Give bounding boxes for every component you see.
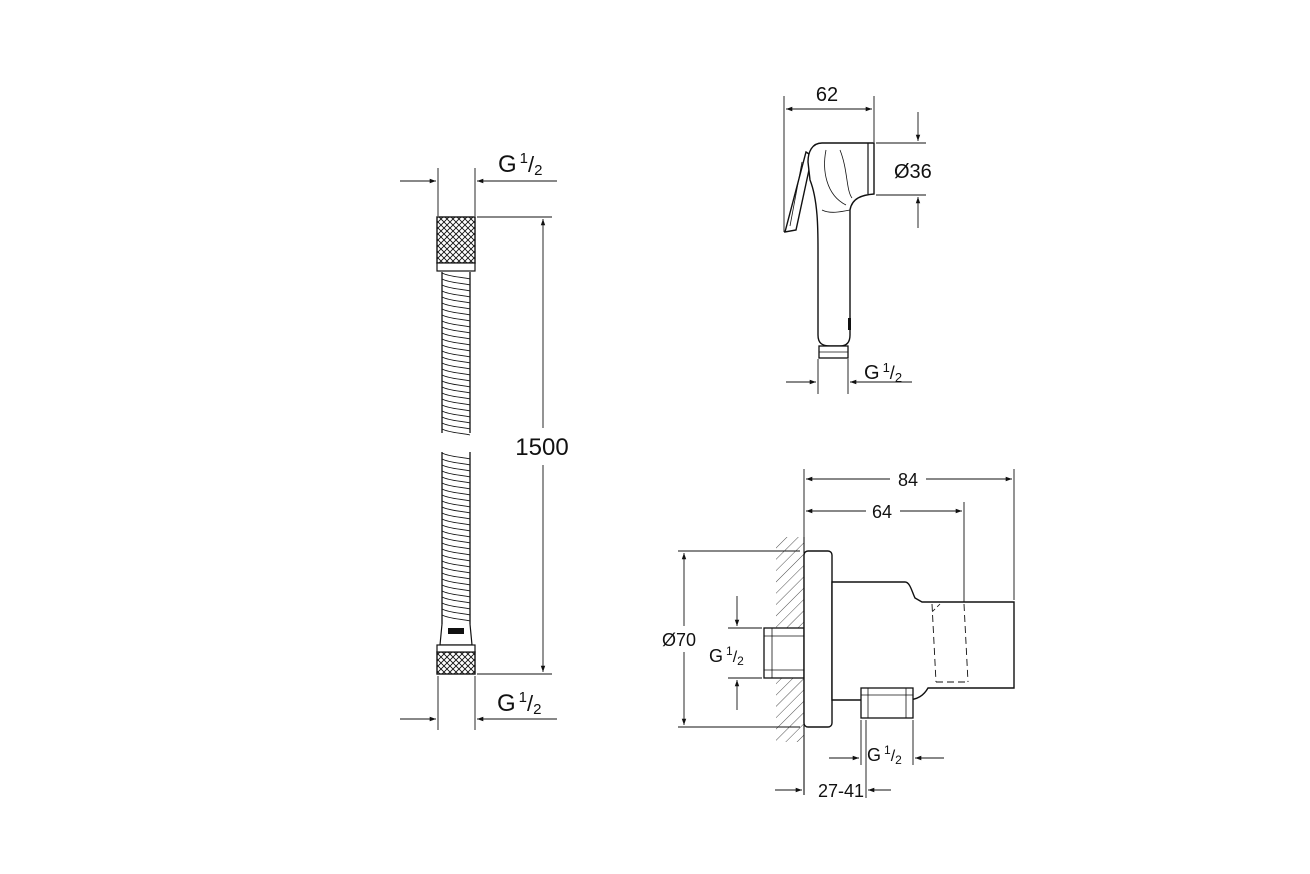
adjustment-range-label: 27-41 — [818, 781, 864, 801]
outlet-nipple — [860, 687, 914, 719]
spray-diameter-label: Ø36 — [894, 161, 932, 183]
hose-top-ferrule — [436, 262, 476, 272]
bracket-overall-depth-dimension: 84 — [803, 469, 1015, 600]
hose-body-lower — [441, 452, 471, 624]
bracket-overall-depth-label: 84 — [898, 470, 918, 490]
hose-body-upper — [441, 272, 471, 436]
adjustment-range-dimension: 27-41 — [775, 720, 891, 801]
wall-rosette — [803, 550, 833, 728]
hose-bottom-cone — [439, 623, 473, 646]
inlet-nipple — [763, 627, 805, 679]
brand-mark-icon — [448, 628, 464, 634]
bracket-holder-depth-label: 64 — [872, 502, 892, 522]
rosette-diameter-label: Ø70 — [662, 630, 696, 650]
hose-length-label: 1500 — [515, 434, 568, 461]
hose-top-nut — [436, 216, 476, 264]
rosette-diameter-dimension: Ø70 — [662, 550, 800, 728]
hose-length-dimension: 1500 — [477, 216, 569, 675]
bracket-holder-body — [831, 581, 1015, 701]
spray-width-dimension: 62 — [783, 84, 875, 232]
spray-head-body — [807, 142, 875, 347]
spray-diameter-dimension: Ø36 — [876, 112, 932, 228]
hose-bottom-nut — [436, 651, 476, 675]
wall-bracket-drawing: 84 64 Ø7 — [662, 469, 1015, 801]
bracket-holder-depth-dimension: 64 — [806, 502, 965, 604]
spray-width-label: 62 — [816, 84, 838, 106]
